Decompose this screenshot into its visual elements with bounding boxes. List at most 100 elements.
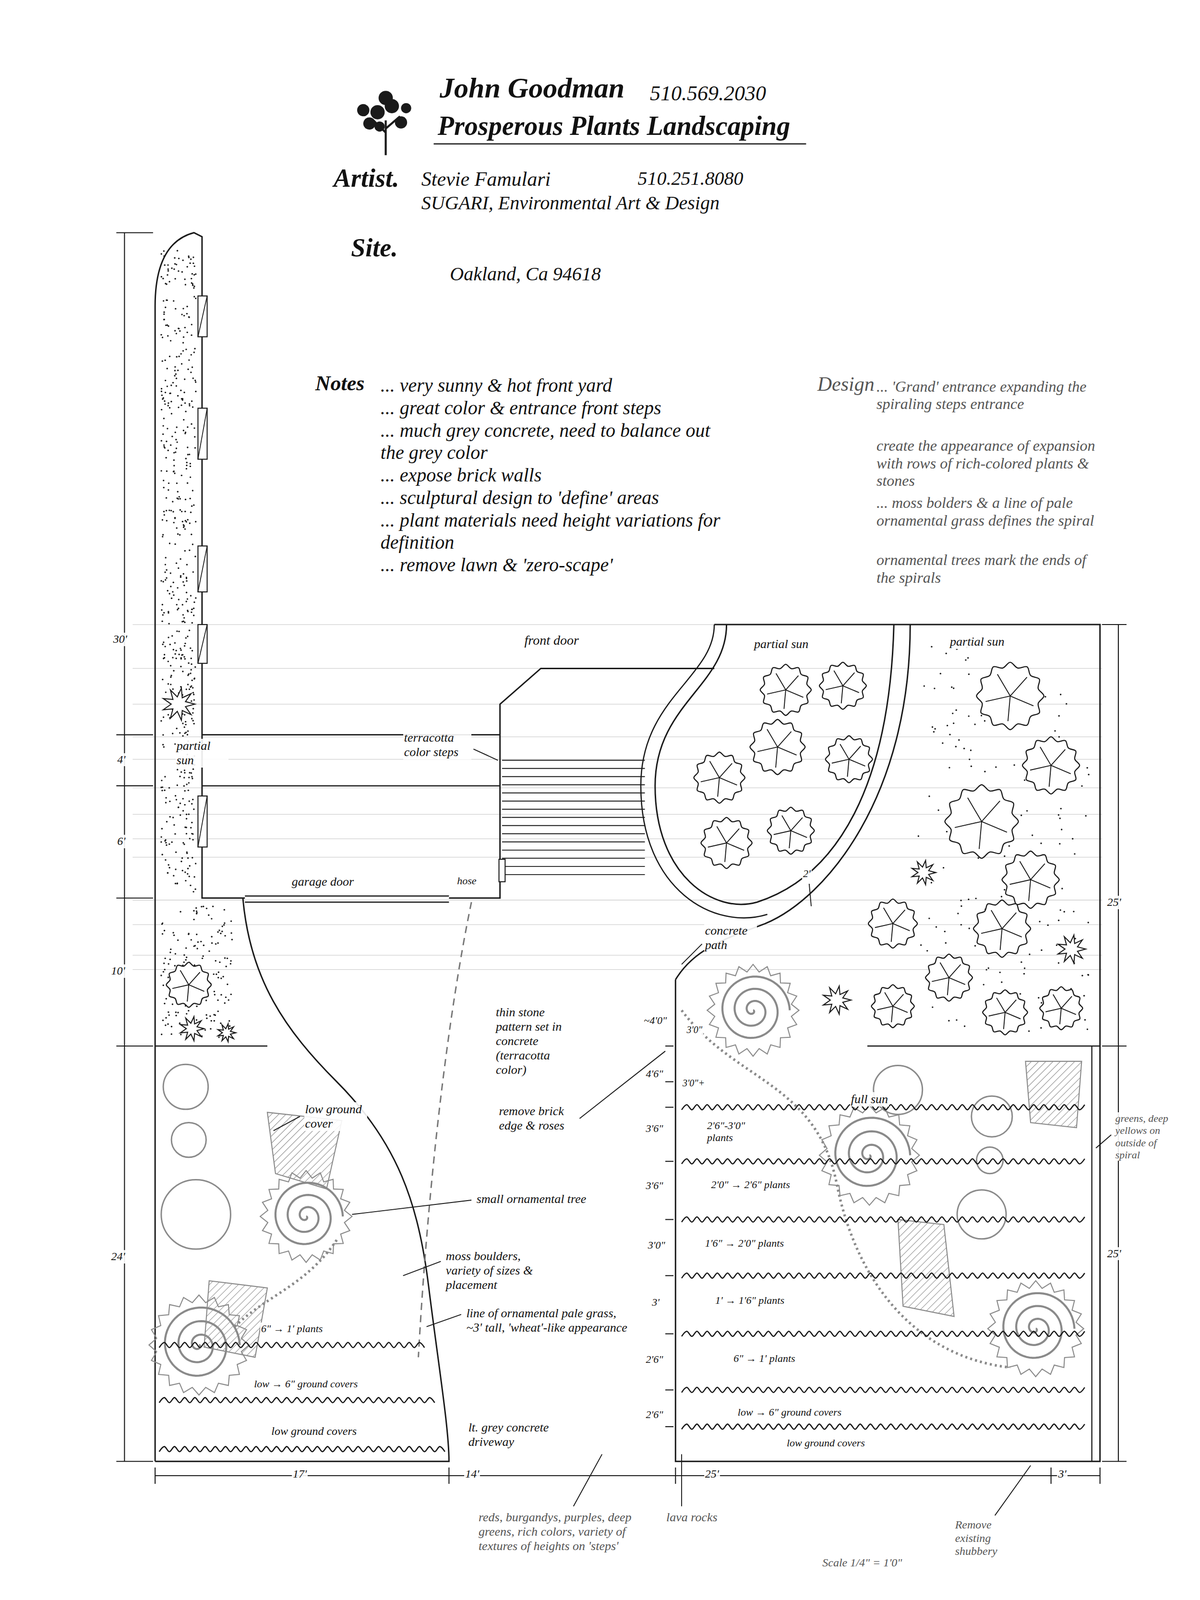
moss-boulder: [971, 1095, 1013, 1137]
plan-label: lt. grey concrete driveway: [467, 1420, 572, 1450]
tree-canopy: [1022, 736, 1080, 794]
stipple-dot: [948, 766, 950, 768]
dimension-tick: [448, 1467, 450, 1484]
stipple-dot: [160, 579, 162, 582]
plan-label: line of ornamental pale grass, ~3' tall,…: [465, 1306, 636, 1335]
stipple-dot: [187, 453, 189, 456]
stipple-dot: [999, 971, 1001, 973]
stipple-dot: [191, 679, 193, 682]
stipple-dot: [200, 905, 203, 908]
tree-branch: [892, 909, 905, 924]
plan-label: moss boulders, variety of sizes & placem…: [444, 1248, 560, 1293]
stipple-dot: [933, 687, 936, 689]
stipple-dot: [169, 958, 171, 960]
tree-symbol: [1022, 736, 1080, 794]
stipple-dot: [968, 715, 970, 717]
tree-branch: [884, 992, 893, 1007]
tree-branch: [825, 685, 843, 690]
stipple-dot: [171, 1003, 174, 1005]
stipple-dot: [1058, 842, 1061, 845]
tree-symbol: [871, 984, 914, 1028]
design-note: ... 'Grand' entrance expanding the spira…: [875, 377, 1103, 414]
dimension-tick: [1050, 1467, 1052, 1484]
stipple-dot: [192, 377, 194, 379]
stipple-dot: [166, 274, 168, 276]
stipple-dot: [180, 389, 182, 392]
stipple-dot: [173, 521, 175, 524]
stipple-dot: [186, 446, 189, 448]
stipple-dot: [193, 274, 195, 276]
stipple-dot: [223, 924, 225, 926]
stipple-dot: [168, 1014, 170, 1016]
stipple-dot: [194, 273, 197, 275]
stipple-dot: [163, 745, 165, 748]
stipple-dot: [1040, 1001, 1043, 1004]
stipple-dot: [191, 832, 193, 835]
stipple-dot: [194, 390, 197, 393]
stipple-dot: [194, 888, 196, 890]
stipple-dot: [184, 732, 186, 734]
stipple-dot: [183, 391, 185, 394]
stipple-dot: [214, 1014, 216, 1016]
dimension-tick: [116, 1045, 154, 1047]
ruled-line: [132, 924, 1103, 925]
stipple-dot: [217, 971, 220, 973]
tree-branch: [891, 923, 893, 942]
stipple-dot: [948, 1020, 950, 1022]
stipple-dot: [174, 307, 177, 310]
stipple-dot: [169, 948, 172, 950]
right-bed-outline: [675, 624, 1100, 1462]
grass-spiral: [835, 1117, 911, 1186]
logo-tree: [357, 90, 412, 156]
tree-symbol: [700, 817, 752, 869]
tree-branch: [979, 821, 982, 849]
stipple-dot: [161, 786, 164, 788]
design-note: ... moss bolders & a line of pale orname…: [875, 493, 1103, 530]
stipple-dot: [163, 444, 165, 446]
spiral-grass-spikes: [148, 1295, 249, 1395]
tree-branch: [187, 984, 189, 1002]
stipple-dot: [180, 352, 182, 355]
stipple-dot: [167, 610, 169, 612]
tree-branch: [1005, 999, 1017, 1013]
stipple-dot: [160, 1033, 163, 1035]
stipple-dot: [183, 804, 186, 806]
step-line: [502, 808, 646, 810]
stipple-dot: [1058, 715, 1060, 717]
stipple-dot: [176, 441, 178, 443]
stipple-dot: [182, 809, 184, 812]
stipple-dot: [173, 470, 175, 472]
stipple-dot: [169, 664, 172, 667]
stipple-dot: [188, 688, 191, 690]
stipple-dot: [177, 369, 179, 372]
tree-branch: [1059, 1008, 1062, 1024]
stipple-dot: [1083, 995, 1085, 997]
stipple-dot: [169, 339, 172, 342]
header-text: Prosperous Plants Landscaping: [436, 110, 792, 142]
stipple-dot: [171, 590, 174, 593]
grass-spiral: [275, 1182, 343, 1245]
stipple-dot: [195, 1005, 198, 1007]
stipple-dot: [977, 857, 980, 859]
stipple-dot: [191, 282, 193, 284]
stipple-dot: [179, 497, 181, 500]
stipple-dot: [187, 661, 190, 664]
stipple-dot: [955, 745, 957, 747]
stipple-dot: [184, 871, 186, 873]
stipple-dot: [185, 1012, 188, 1015]
stipple-dot: [163, 514, 166, 516]
tree-symbol: [1002, 851, 1060, 909]
stipple-dot: [192, 607, 195, 610]
stipple-dot: [176, 882, 179, 884]
stipple-dot: [178, 598, 180, 600]
stipple-dot: [1087, 773, 1090, 776]
stipple-dot: [220, 977, 222, 979]
stipple-dot: [174, 366, 176, 368]
tree-branch: [757, 746, 778, 752]
dimension-label: 14': [464, 1467, 480, 1481]
stipple-dot: [162, 744, 164, 746]
stipple-dot: [186, 312, 188, 315]
stipple-dot: [162, 733, 164, 736]
stipple-dot: [162, 1019, 164, 1021]
stipple-dot: [177, 567, 180, 569]
